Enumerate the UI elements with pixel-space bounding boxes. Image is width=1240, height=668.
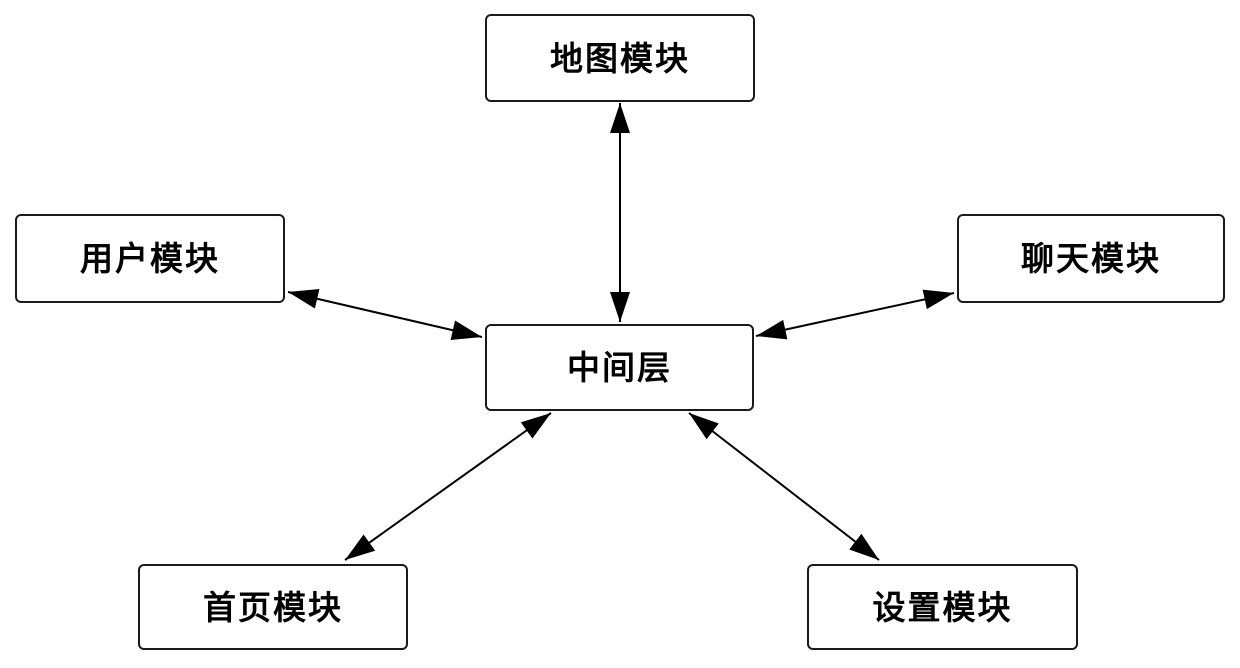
edge-middle-home xyxy=(344,412,552,561)
node-chat-module: 聊天模块 xyxy=(957,214,1225,303)
node-map-module: 地图模块 xyxy=(485,14,755,102)
edge-middle-chat xyxy=(755,289,955,340)
edge-user-middle xyxy=(287,289,483,340)
node-middle-layer-label: 中间层 xyxy=(567,349,672,386)
node-user-module: 用户模块 xyxy=(15,214,285,303)
node-user-module-label: 用户模块 xyxy=(80,240,220,277)
node-middle-layer: 中间层 xyxy=(485,324,754,411)
node-home-module: 首页模块 xyxy=(138,564,408,650)
node-settings-module-label: 设置模块 xyxy=(872,588,1013,626)
node-home-module-label: 首页模块 xyxy=(203,588,343,626)
node-chat-module-label: 聊天模块 xyxy=(1021,240,1161,277)
node-map-module-label: 地图模块 xyxy=(550,39,690,77)
edge-middle-settings xyxy=(688,412,880,561)
node-settings-module: 设置模块 xyxy=(807,564,1078,650)
